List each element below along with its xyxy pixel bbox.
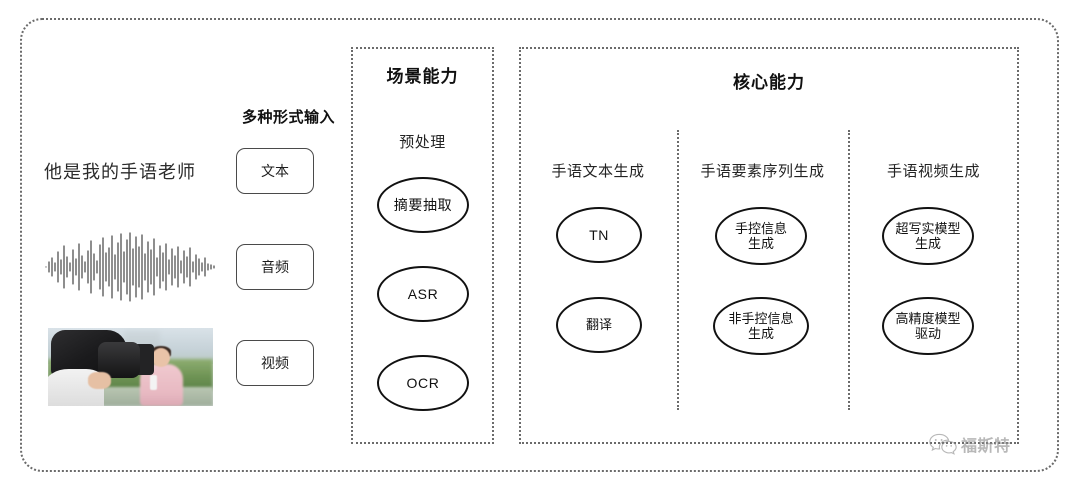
sample-sentence-text: 他是我的手语老师 <box>44 162 196 182</box>
core-column-divider-1 <box>677 130 679 410</box>
node-core-1-1[interactable]: 非手控信息 生成 <box>713 297 809 355</box>
node-core-2-0[interactable]: 超写实模型 生成 <box>882 207 974 265</box>
input-section: 多种形式输入 他是我的手语老师 <box>30 90 340 430</box>
input-section-heading: 多种形式输入 <box>242 109 336 126</box>
core-capability-title: 核心能力 <box>733 73 805 92</box>
outer-frame <box>20 18 1059 472</box>
modality-button-audio[interactable]: 音频 <box>236 244 314 290</box>
core-column-label-2: 手语视频生成 <box>886 163 980 180</box>
video-thumbnail-icon <box>48 328 213 406</box>
scene-capability-panel <box>351 47 494 444</box>
core-column-divider-2 <box>848 130 850 410</box>
node-core-1-0[interactable]: 手控信息 生成 <box>715 207 807 265</box>
modality-label: 视频 <box>261 355 289 371</box>
modality-button-text[interactable]: 文本 <box>236 148 314 194</box>
node-scene-0[interactable]: 摘要抽取 <box>377 177 469 233</box>
node-core-2-1[interactable]: 高精度模型 驱动 <box>882 297 974 355</box>
node-scene-1[interactable]: ASR <box>377 266 469 322</box>
scene-capability-title: 场景能力 <box>386 67 459 86</box>
modality-label: 音频 <box>261 259 289 275</box>
core-column-label-1: 手语要素序列生成 <box>700 163 825 180</box>
watermark-text: 福斯特 <box>961 438 1011 455</box>
modality-label: 文本 <box>261 163 289 179</box>
wechat-logo-icon <box>929 433 957 455</box>
node-scene-2[interactable]: OCR <box>377 355 469 411</box>
core-capability-panel <box>519 47 1019 444</box>
node-core-0-0[interactable]: TN <box>556 207 642 263</box>
core-column-label-0: 手语文本生成 <box>551 163 645 180</box>
modality-button-video[interactable]: 视频 <box>236 340 314 386</box>
node-core-0-1[interactable]: 翻译 <box>556 297 642 353</box>
watermark: 福斯特 <box>928 432 1011 456</box>
audio-waveform-icon <box>45 232 215 302</box>
scene-subsection-label: 预处理 <box>399 134 446 151</box>
